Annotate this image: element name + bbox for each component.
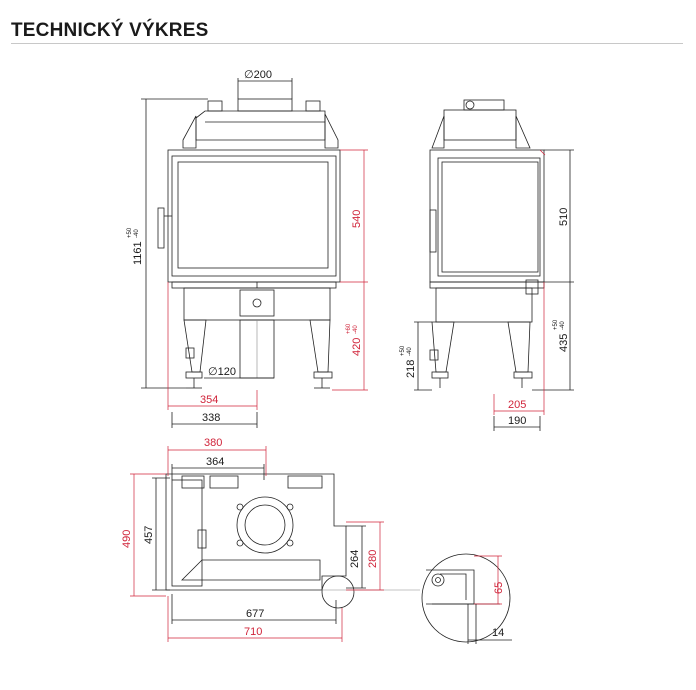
- dim-total-height: 1161: [132, 241, 144, 265]
- dim-leg-tol-plus: +50: [400, 345, 406, 356]
- dim-door-height: 540: [351, 210, 363, 228]
- dim-inner-red: 280: [367, 550, 379, 568]
- dim-side-offset-red: 205: [508, 399, 526, 411]
- page-title: TECHNICKÝ VÝKRES: [11, 20, 209, 41]
- dim-lower-tol-plus: +60: [346, 323, 352, 334]
- title-divider: [11, 43, 683, 44]
- dim-top-depth-red: 490: [121, 530, 133, 548]
- dim-top-width-red: 380: [204, 437, 222, 449]
- side-view: 510 435 +50 -40 218 +50 -40 205 190: [400, 99, 574, 431]
- dim-leg-height: 218: [405, 360, 417, 378]
- dim-flue-diameter: ∅200: [244, 69, 272, 81]
- dim-side-lower-tol-plus: +50: [553, 319, 559, 330]
- dim-bottom-width-red: 710: [244, 626, 262, 638]
- dim-side-lower-tol-minus: -40: [560, 321, 566, 330]
- dim-front-width-red: 354: [200, 394, 218, 406]
- dim-lower-height: 420: [351, 338, 363, 356]
- front-view: ∅200 1161 +50 -40 540 420 +60 -40 ∅120 3…: [127, 69, 368, 428]
- dim-total-tol-minus: -40: [134, 229, 140, 238]
- dim-inner-black: 264: [349, 550, 361, 568]
- dim-top-width-black: 364: [206, 456, 224, 468]
- dim-side-door-height: 510: [558, 208, 570, 226]
- dim-detail-height: 65: [493, 582, 505, 594]
- dim-lower-tol-minus: -40: [353, 325, 359, 334]
- detail-view: 65 14: [421, 553, 512, 644]
- dim-front-width-black: 338: [202, 412, 220, 424]
- dim-inlet-diameter: ∅120: [208, 366, 236, 378]
- dim-bottom-width-black: 677: [246, 608, 264, 620]
- dim-leg-tol-minus: -40: [407, 347, 413, 356]
- dim-side-lower-height: 435: [558, 334, 570, 352]
- top-view: 380 364 490 457 264 280 677 710: [121, 437, 420, 642]
- dim-side-offset-black: 190: [508, 415, 526, 427]
- dim-total-tol-plus: +50: [127, 227, 133, 238]
- dim-top-depth-black: 457: [143, 526, 155, 544]
- dim-detail-width: 14: [492, 627, 504, 639]
